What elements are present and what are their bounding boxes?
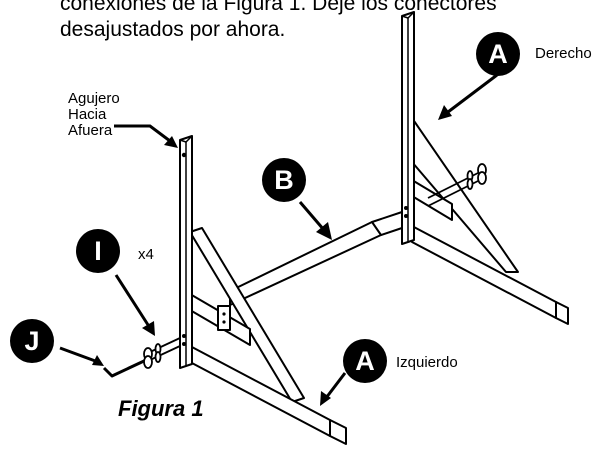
callout-i-leader [114, 274, 152, 329]
plate-hole-lower [222, 320, 226, 324]
callout-a-left-leader [324, 372, 347, 399]
callout-b: B [262, 158, 306, 202]
callout-a-right-leader [447, 73, 498, 114]
right-hole-upper [404, 206, 408, 210]
callout-j: J [10, 319, 54, 363]
figure-caption: Figura 1 [118, 396, 204, 421]
label-hole-outward-3: Afuera [68, 122, 113, 139]
left-bolt-shaft-lower [149, 345, 181, 361]
allen-wrench [102, 359, 145, 378]
left-hole-upper [182, 334, 186, 338]
left-bolt-head-lower [143, 355, 153, 369]
label-hole-outward-1: Agujero [68, 90, 120, 107]
instruction-text: conexiones de la Figura 1. Deje los cone… [60, 0, 497, 43]
label-hole-outward-2: Hacia [68, 106, 107, 123]
label-left: Izquierdo [396, 354, 458, 371]
arrowhead [316, 222, 332, 240]
left-foot-end [329, 419, 347, 445]
crossbar-sleeve [371, 211, 403, 236]
plate-hole-upper [222, 312, 226, 316]
right-bolt-head-lower [477, 171, 487, 185]
label-quantity-i: x4 [138, 246, 154, 263]
arrowhead [438, 105, 452, 120]
left-bolt-shaft-upper [149, 337, 181, 353]
callout-a-left: A [343, 339, 387, 383]
callout-a-right: A [476, 32, 520, 76]
instruction-line-2: desajustados por ahora. [60, 18, 286, 41]
callout-b-leader [298, 201, 326, 231]
arrowhead [320, 391, 331, 406]
bracket-plate [217, 305, 231, 331]
left-bolt-washer-lower [154, 351, 162, 363]
left-brace-diagonal [189, 227, 305, 403]
callout-i: I [76, 229, 120, 273]
instruction-line-1: conexiones de la Figura 1. Deje los cone… [60, 0, 497, 15]
left-hole-lower [182, 342, 186, 346]
right-hole-lower [404, 214, 408, 218]
outward-hole-leader [114, 124, 175, 146]
label-right: Derecho [535, 45, 592, 62]
crossbar-tube [229, 221, 382, 306]
arrowhead [164, 136, 178, 148]
outward-hole [181, 152, 187, 158]
arrowhead [92, 355, 104, 366]
right-foot-end [555, 301, 569, 325]
arrowhead [142, 321, 155, 336]
left-foot-tube [189, 345, 331, 437]
callout-j-leader [59, 346, 99, 364]
right-bolt-washer-lower [466, 178, 474, 190]
